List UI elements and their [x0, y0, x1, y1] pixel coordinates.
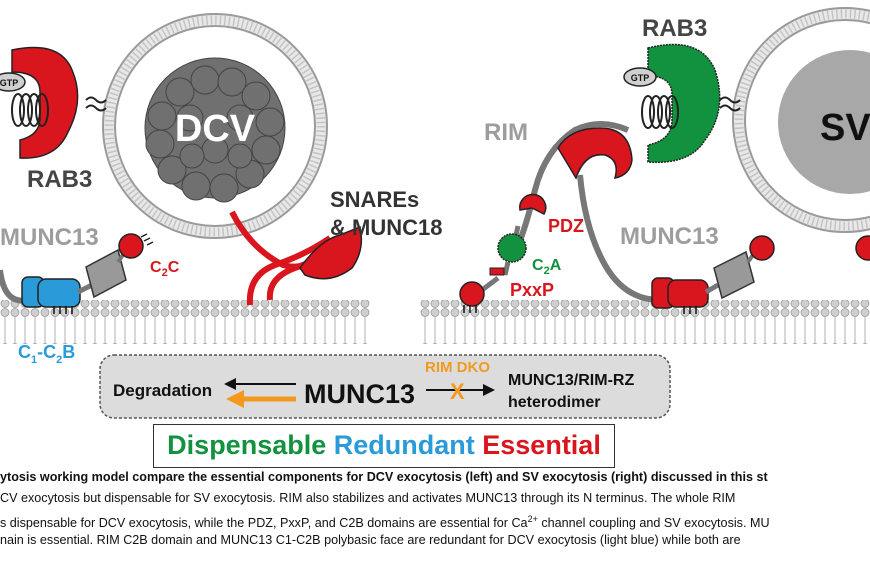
rab3-coil-left	[11, 93, 49, 127]
c2a-label: C2A	[532, 257, 562, 277]
munc13-label-left: MUNC13	[0, 224, 99, 251]
dcv-dense-core	[144, 57, 286, 203]
dcv-vesicle: DCV	[102, 13, 328, 239]
c2c-domain-left	[118, 233, 144, 259]
munc13-center-label: MUNC13	[304, 379, 415, 409]
gtp-badge-left	[0, 72, 26, 92]
rab3-label-right: RAB3	[642, 15, 707, 42]
snares-label: SNAREs	[330, 187, 419, 212]
rim-label: RIM	[484, 119, 528, 146]
c2a-domain	[497, 233, 527, 263]
rab3-label-left: RAB3	[27, 166, 92, 193]
caption-line-1: ytosis working model compare the essenti…	[0, 470, 768, 484]
munc18-label: & MUNC18	[330, 215, 442, 240]
heterodimer-label-1: MUNC13/RIM-RZ	[508, 372, 634, 389]
caption-line-2: CV exocytosis but dispensable for SV exo…	[0, 491, 736, 505]
c1-c2b-label-left: C1-C2B	[18, 342, 75, 366]
degradation-label: Degradation	[113, 381, 212, 400]
pdz-label: PDZ	[548, 216, 584, 236]
legend-essential: Essential	[482, 430, 601, 460]
lipid-anchor-right	[719, 96, 741, 112]
rim-protein: RIM PDZ C2A PxxP	[459, 119, 661, 313]
color-legend: Dispensable Redundant Essential	[153, 424, 615, 468]
legend-dispensable: Dispensable	[167, 430, 327, 460]
rab3-left: GTP RAB3	[0, 46, 107, 193]
rim-c2b-domain	[459, 281, 485, 307]
dcv-label: DCV	[175, 108, 256, 150]
pxxp-label: PxxP	[510, 280, 554, 300]
rab3-coil-right	[641, 95, 679, 129]
c2c-label-left: C2C	[150, 259, 180, 279]
rim-dko-label: RIM DKO	[425, 359, 490, 376]
munc13-label-right: MUNC13	[620, 223, 719, 250]
caption-line-4: nain is essential. RIM C2B domain and MU…	[0, 533, 741, 547]
svg-text:GTP: GTP	[0, 78, 18, 88]
heterodimer-label-2: heterodimer	[508, 394, 600, 411]
munc13-left: MUNC13 C2C C1-C2B	[0, 224, 180, 366]
plasma-membrane-right	[420, 300, 870, 344]
left-panel: DCV GTP RAB3 MUNC13 C	[0, 13, 442, 366]
munc13-right: MUNC13	[620, 223, 870, 314]
rab3-right: GTP RAB3	[623, 15, 741, 164]
gtp-badge-right	[623, 67, 657, 87]
lipid-anchors-munc13-left	[53, 306, 73, 314]
sv-label: SV	[820, 107, 870, 149]
figure-caption: ytosis working model compare the essenti…	[0, 467, 870, 551]
snare-complex-left: SNAREs & MUNC18	[229, 187, 442, 306]
legend-redundant: Redundant	[333, 430, 475, 460]
svg-text:GTP: GTP	[631, 73, 650, 83]
munc13-fate-scheme: Degradation MUNC13 RIM DKO X MUNC13/RIM-…	[99, 354, 671, 419]
x-mark: X	[450, 379, 465, 404]
right-panel: SV GTP RAB3 RIM PDZ C2A PxxP	[420, 7, 870, 344]
pdz-domain	[519, 193, 547, 215]
lipid-anchor-left	[85, 96, 107, 112]
caption-line-3: s dispensable for DCV exocytosis, while …	[0, 514, 770, 531]
pxxp-motif	[489, 267, 505, 276]
sv-vesicle: SV	[732, 7, 870, 233]
c2c-domain-right	[749, 235, 775, 261]
